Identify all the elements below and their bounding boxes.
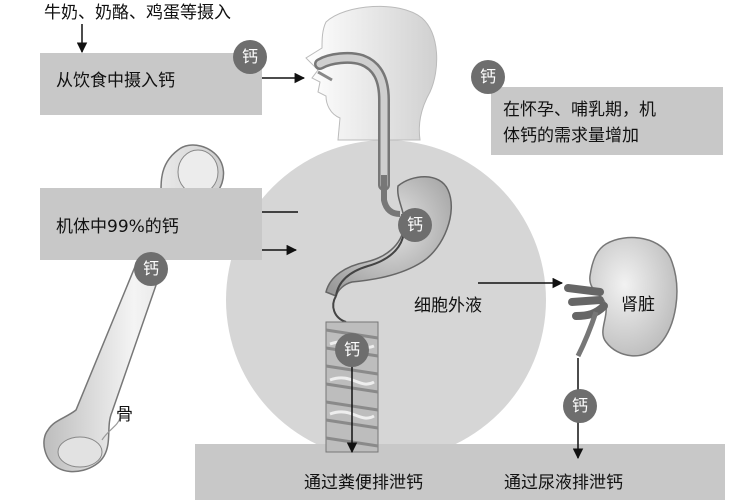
extracellular-fluid-label: 细胞外液 (414, 296, 482, 316)
urine-excretion-label: 通过尿液排泄钙 (504, 473, 623, 493)
pregnancy-demand-box (491, 87, 723, 155)
calcium-badge-kidney: 钙 (563, 389, 597, 423)
bone-label: 骨 (116, 405, 133, 425)
kidney-illustration (564, 236, 678, 358)
dietary-intake-label: 从饮食中摄入钙 (56, 71, 175, 91)
calcium-badge-intake: 钙 (233, 40, 267, 74)
calcium-badge-intestine: 钙 (335, 333, 369, 367)
calcium-badge-pregnancy: 钙 (471, 60, 505, 94)
pregnancy-demand-label: 在怀孕、哺乳期，机 体钙的需求量增加 (503, 100, 656, 146)
kidney-label: 肾脏 (621, 295, 655, 315)
calcium-badge-bone: 钙 (134, 252, 168, 286)
stomach-illustration (325, 176, 452, 297)
body-calcium-label: 机体中99%的钙 (56, 217, 179, 237)
body-calcium-box (40, 188, 262, 260)
extracellular-circle (226, 140, 546, 460)
calcium-badge-stomach: 钙 (398, 208, 432, 242)
dietary-intake-box (40, 53, 262, 115)
fecal-excretion-label: 通过粪便排泄钙 (304, 473, 423, 493)
dairy-sources-label: 牛奶、奶酪、鸡蛋等摄入 (44, 3, 231, 23)
excretion-band (195, 444, 725, 500)
